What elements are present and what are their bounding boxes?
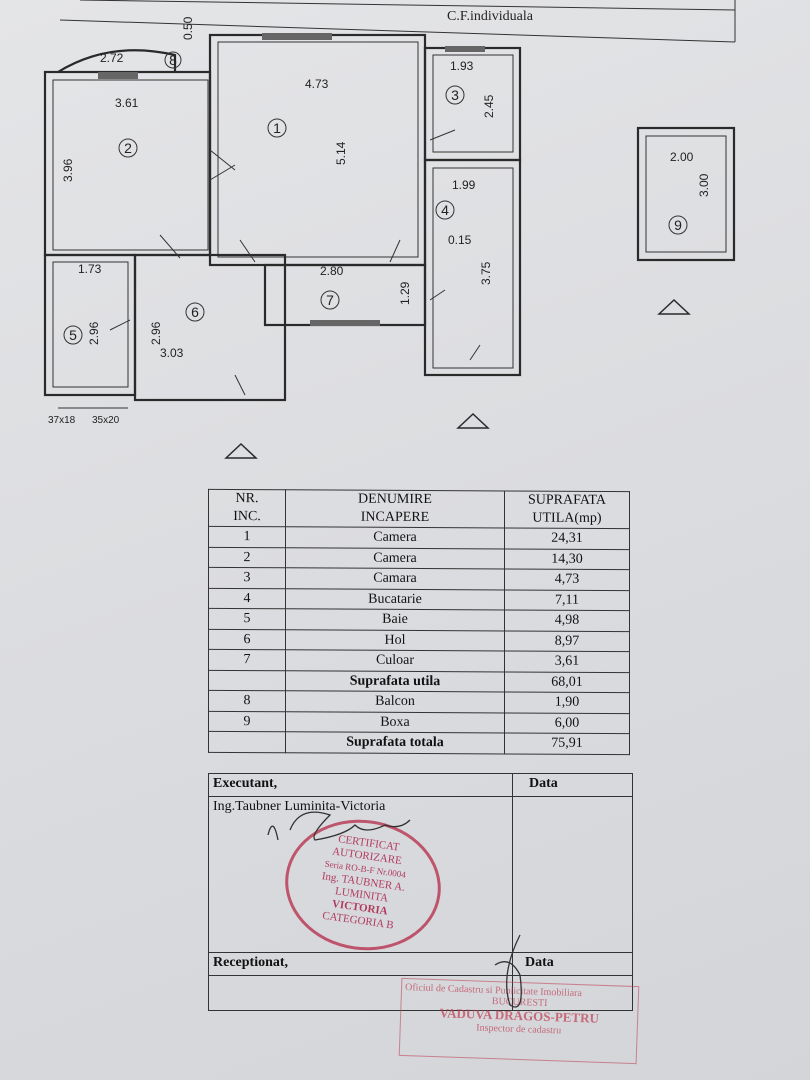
data-label: Data xyxy=(512,952,633,976)
dim-label: 2.72 xyxy=(100,51,124,65)
dim-label: 5.14 xyxy=(334,141,348,165)
dim-label: 37x18 xyxy=(48,415,76,426)
dim-label: 0.50 xyxy=(181,16,195,40)
walls xyxy=(43,33,736,409)
room-number: 4 xyxy=(441,202,449,218)
door-swings xyxy=(109,129,481,396)
dim-label: 2.45 xyxy=(482,94,496,118)
room-number: 3 xyxy=(451,87,459,103)
room-number: 2 xyxy=(124,140,132,156)
dim-label: 2.00 xyxy=(670,150,694,164)
room-number: 7 xyxy=(326,292,334,308)
executant-label: Executant, xyxy=(208,773,513,797)
cadastre-office-stamp: Oficiul de Cadastru si Publicitate Imobi… xyxy=(398,977,640,1065)
cf-label: C.F.individuala xyxy=(447,9,534,24)
header-nr: NR.INC. xyxy=(208,489,286,527)
dim-label: 4.73 xyxy=(305,77,329,91)
dim-label: 1.29 xyxy=(398,281,412,305)
dim-label: 3.96 xyxy=(61,158,75,182)
room-number: 6 xyxy=(191,304,199,320)
dim-label: 1.73 xyxy=(78,262,102,276)
signature-table: Executant,Data Ing.Taubner Luminita-Vict… xyxy=(208,773,633,1011)
dim-label: 2.96 xyxy=(87,321,101,345)
dim-label: 2.80 xyxy=(320,264,344,278)
dim-label: 0.15 xyxy=(448,233,472,247)
room-number: 1 xyxy=(273,120,281,136)
dim-label: 1.99 xyxy=(452,178,476,192)
dim-label: 1.93 xyxy=(450,59,474,73)
room-number: 5 xyxy=(69,327,77,343)
dim-label: 3.61 xyxy=(115,96,139,110)
dimension-labels: 2.72 0.50 3.61 4.73 1.93 2.45 3.96 5.14 … xyxy=(48,16,711,426)
room-numbers: 1 2 3 4 5 6 7 8 9 xyxy=(63,51,688,345)
engineer-name: Ing.Taubner Luminita-Victoria xyxy=(213,799,386,814)
header-table-lines: C.F.individuala xyxy=(59,0,736,43)
receptionat-label: Receptionat, xyxy=(208,952,513,976)
dim-label: 3.75 xyxy=(479,261,493,285)
room-number: 9 xyxy=(674,217,682,233)
room-number: 8 xyxy=(169,52,177,68)
dim-label: 35x20 xyxy=(92,415,120,426)
dim-label: 2.96 xyxy=(149,321,163,345)
dim-label: 3.00 xyxy=(697,173,711,197)
data-label: Data xyxy=(512,773,633,797)
dim-label: 3.03 xyxy=(160,346,184,360)
triangle-markers xyxy=(224,298,691,459)
